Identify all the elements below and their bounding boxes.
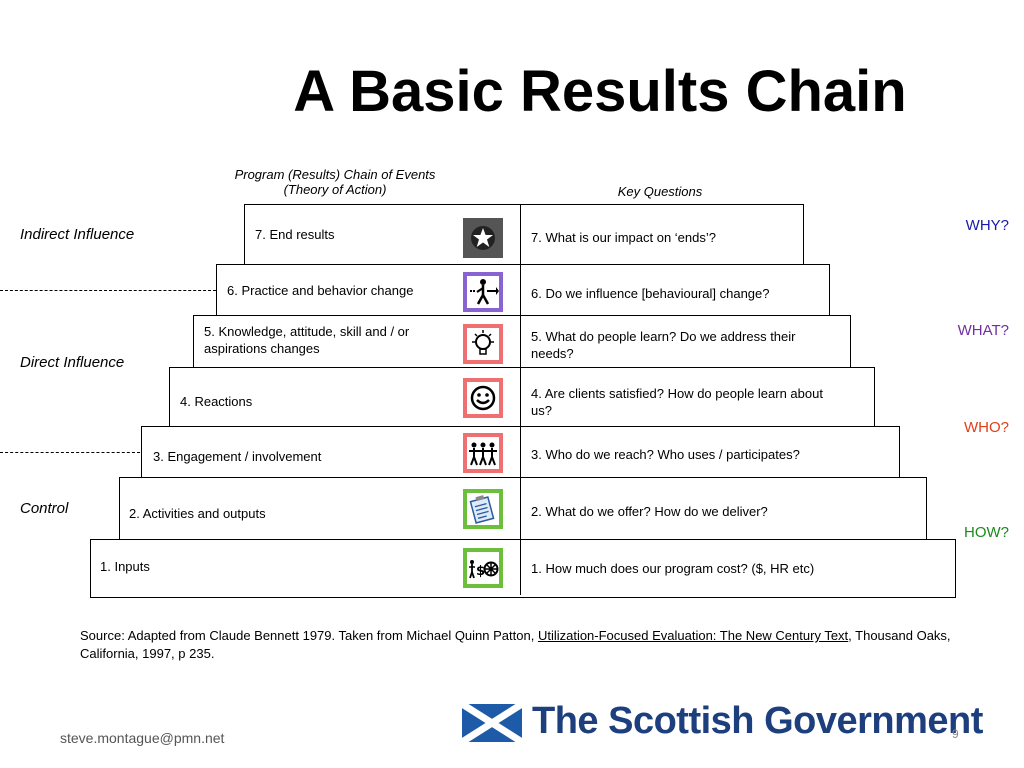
control-label: Control (20, 500, 69, 517)
tier-5-label: 5. Knowledge, attitude, skill and / or a… (204, 324, 410, 356)
chain-header: Program (Results) Chain of Events (Theor… (205, 167, 465, 197)
lightbulb-icon (463, 324, 503, 364)
chain-header-line2: (Theory of Action) (283, 182, 387, 197)
who-label: WHO? (964, 419, 1009, 436)
tier-3-label: 3. Engagement / involvement (153, 449, 322, 464)
tier-6-question: 6. Do we influence [behavioural] change? (531, 286, 770, 301)
key-questions-header: Key Questions (617, 184, 703, 199)
source-prefix: Source: Adapted from Claude Bennett 1979… (80, 628, 538, 643)
tier-3-question: 3. Who do we reach? Who uses / participa… (531, 447, 800, 462)
how-label: HOW? (964, 524, 1009, 541)
influence-divider-upper (0, 290, 216, 291)
people-icon (463, 433, 503, 473)
resources-icon: $ (463, 548, 503, 588)
tier-2-box (119, 477, 927, 541)
tier-1-label: 1. Inputs (100, 559, 150, 574)
saltire-flag-icon (460, 701, 524, 745)
tier-4-question: 4. Are clients satisfied? How do people … (531, 386, 823, 418)
logo-text: The Scottish Government (532, 700, 983, 742)
tier-6-label: 6. Practice and behavior change (227, 283, 414, 298)
star-icon (463, 218, 503, 258)
chain-header-line1: Program (Results) Chain of Events (234, 167, 436, 182)
column-divider (520, 205, 521, 595)
what-label: WHAT? (957, 322, 1009, 339)
source-book-title: Utilization-Focused Evaluation: The New … (537, 628, 849, 643)
tier-2-question: 2. What do we offer? How do we deliver? (531, 504, 768, 519)
tier-5-box (193, 315, 851, 369)
tier-7-label: 7. End results (255, 227, 335, 242)
author-email: steve.montague@pmn.net (60, 730, 225, 746)
tier-1-box (90, 539, 956, 598)
tier-4-label: 4. Reactions (180, 394, 253, 409)
direct-influence-label: Direct Influence (20, 354, 125, 371)
tier-2-label: 2. Activities and outputs (129, 506, 266, 521)
tier-1-question: 1. How much does our program cost? ($, H… (531, 561, 815, 576)
svg-text:$: $ (476, 564, 485, 579)
walking-person-icon (463, 272, 503, 312)
why-label: WHY? (965, 217, 1009, 234)
clipboard-icon (463, 489, 503, 529)
tier-7-question: 7. What is our impact on ‘ends’? (531, 230, 716, 245)
smiley-icon (463, 378, 503, 418)
source-citation: Source: Adapted from Claude Bennett 1979… (80, 627, 960, 663)
page-number: 9 (952, 727, 959, 741)
source-suffix: , Thousand Oaks, California, 1997, p 235… (80, 628, 951, 661)
tier-5-question: 5. What do people learn? Do we address t… (531, 329, 796, 361)
indirect-influence-label: Indirect Influence (20, 226, 135, 243)
influence-divider-lower (0, 452, 140, 453)
tier-4-box (169, 367, 875, 429)
scottish-government-logo: The Scottish Government (460, 700, 983, 748)
slide-title: A Basic Results Chain (293, 59, 907, 124)
